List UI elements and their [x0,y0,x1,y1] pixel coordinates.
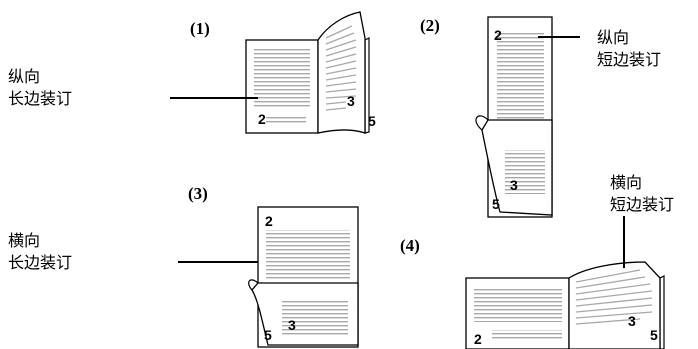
fig2-caption-line1: 纵向 [597,28,630,47]
fig2-caption-line2: 短边装订 [597,50,662,69]
fig4-caption: 横向 短边装订 [610,172,674,216]
figure-1-booklet: 2 3 5 [245,11,376,134]
fig1-caption-line1: 纵向 [8,67,41,86]
fig2-number: (2) [420,16,440,35]
fig4-caption-line2: 短边装订 [610,195,675,214]
fig3-caption-line2: 长边装订 [8,253,73,272]
figure-4-booklet: 2 3 5 [465,261,665,349]
fig2-page-2: 2 [494,27,502,43]
fig4-number: (4) [400,236,420,255]
fig1-page-3: 3 [347,93,355,109]
fig1-caption-line2: 长边装订 [8,89,73,108]
fig3-number: (3) [188,184,208,203]
fig1-number: (1) [190,19,210,38]
fig3-caption-line1: 横向 [8,231,41,250]
figure-3-flip-top: 2 3 5 [248,206,359,348]
fig3-page-5: 5 [264,327,272,343]
fig3-caption: 横向 长边装订 [8,230,72,274]
fig4-page-3: 3 [628,313,636,329]
fig2-page-5: 5 [492,196,500,212]
fig1-page-2: 2 [258,111,266,127]
fig4-caption-line1: 横向 [610,173,643,192]
fig4-page-2: 2 [474,331,482,347]
fig2-caption: 纵向 短边装订 [597,27,661,71]
fig3-page-2: 2 [265,213,273,229]
figure-2-flip-top: 2 3 5 [475,16,553,218]
fig3-page-3: 3 [288,317,296,333]
fig1-caption: 纵向 长边装订 [8,66,72,110]
fig4-page-5: 5 [650,327,658,343]
fig1-page-5: 5 [368,113,376,129]
fig2-page-3: 3 [510,177,518,193]
